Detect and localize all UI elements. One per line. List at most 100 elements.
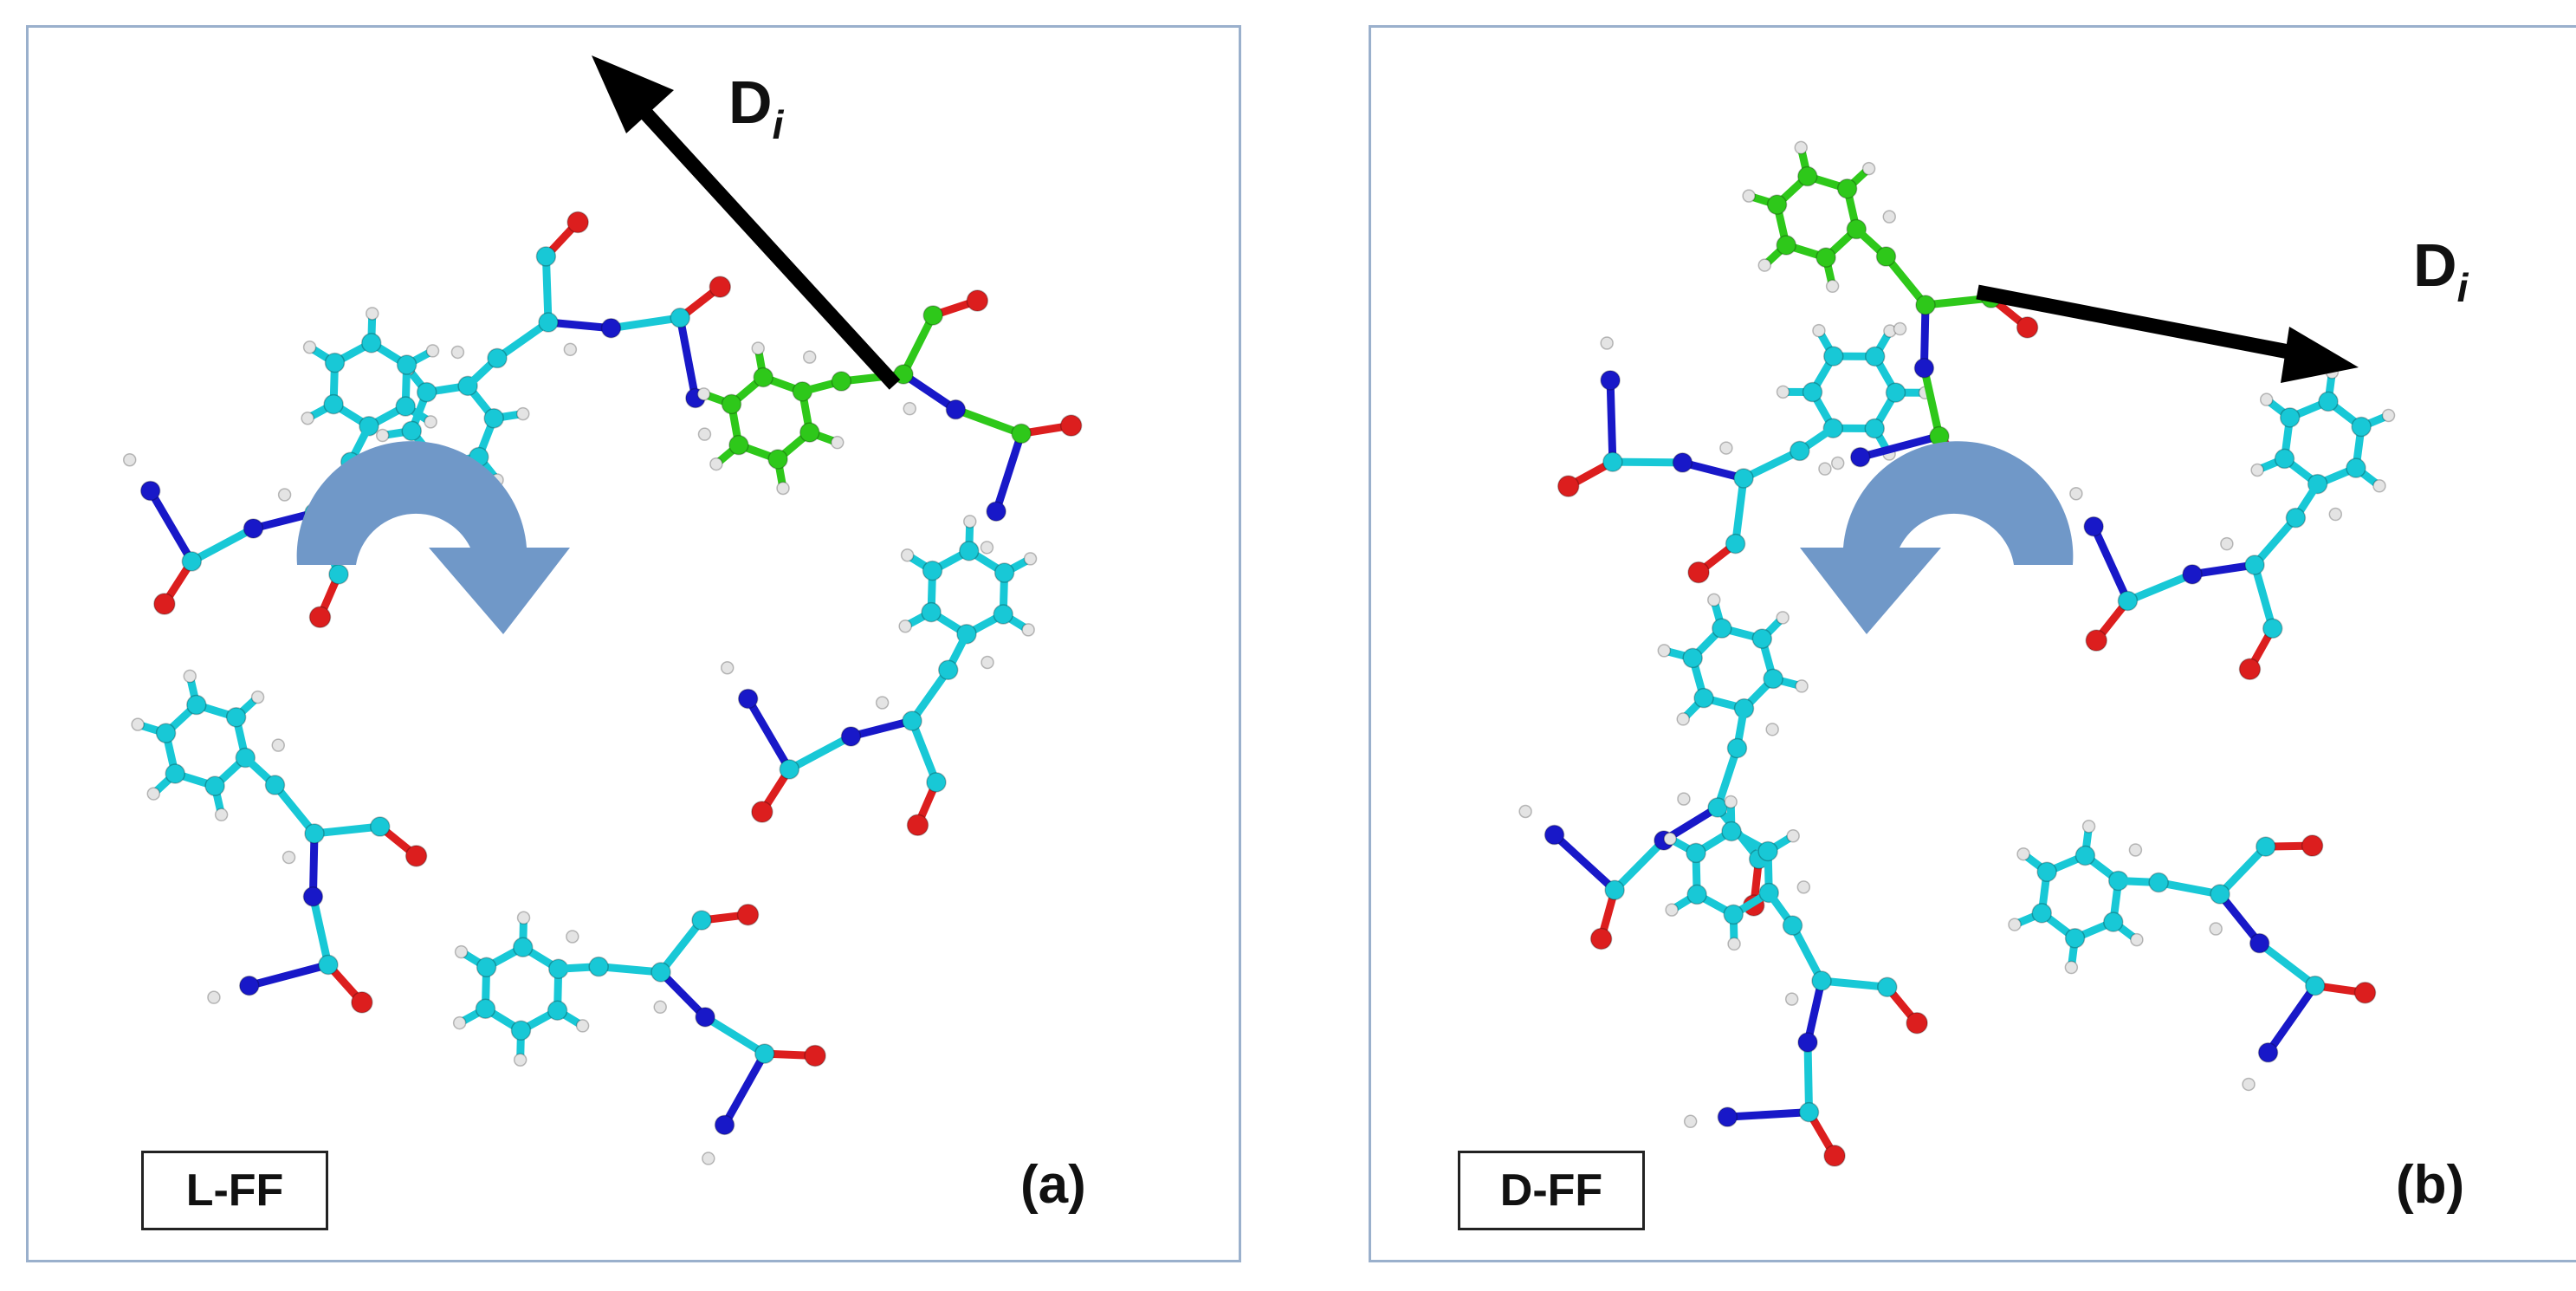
hydrogen-atom (450, 345, 465, 360)
hydrogen-atom (2209, 922, 2223, 936)
carbon-atom (2244, 555, 2265, 575)
hydrogen-atom (653, 1000, 667, 1015)
nitrogen-atom (1544, 824, 1565, 846)
hydrogen-atom (454, 944, 469, 959)
molecular-diagram-b (1518, 140, 2396, 1167)
hydrogen-atom (1795, 679, 1809, 693)
hydrogen-atom (250, 690, 265, 704)
dipole-vector-b (1976, 284, 2359, 383)
panel-letter-b: (b) (2396, 1155, 2465, 1215)
carbon-atom (1602, 451, 1623, 472)
carbon-atom (767, 449, 788, 470)
hydrogen-atom (375, 428, 390, 443)
hydrogen-atom (1724, 795, 1738, 809)
panel-letter-a: (a) (1020, 1155, 1086, 1215)
carbon-atom (2074, 845, 2096, 866)
hydrogen-atom (1600, 336, 1614, 350)
carbon-atom (2148, 872, 2169, 893)
nitrogen-atom (238, 975, 260, 996)
oxygen-atom (804, 1044, 826, 1067)
hydrogen-atom (1784, 992, 1799, 1006)
hydrogen-atom (2008, 918, 2022, 931)
carbon-atom (1686, 842, 1706, 864)
hydrogen-atom (2381, 408, 2396, 423)
hydrogen-atom (1861, 161, 1876, 176)
hydrogen-atom (1830, 456, 1845, 470)
carbon-atom (1811, 970, 1832, 991)
carbon-atom (483, 408, 504, 429)
hydrogen-atom (1742, 189, 1756, 203)
hydrogen-atom (1676, 712, 1690, 726)
nitrogen-atom (2083, 516, 2104, 537)
hydrogen-atom (1665, 903, 1679, 917)
hydrogen-atom (962, 515, 977, 529)
carbon-atom (1726, 737, 1748, 759)
carbon-atom (994, 562, 1015, 583)
hydrogen-atom (1882, 210, 1896, 224)
carbon-atom (1733, 468, 1754, 489)
nitrogen-atom (1849, 446, 1871, 468)
nitrogen-atom (600, 317, 622, 339)
carbon-atom (1782, 915, 1803, 936)
carbon-atom (1723, 904, 1744, 925)
oxygen-atom (566, 211, 589, 234)
carbon-atom (1766, 194, 1788, 215)
hydrogen-atom (1825, 279, 1840, 294)
carbon-atom (1751, 628, 1773, 649)
carbon-atom (779, 759, 800, 780)
carbon-atom (2117, 590, 2139, 612)
carbon-atom (2031, 903, 2053, 924)
carbon-atom (1823, 346, 1844, 367)
hydrogen-atom (183, 669, 197, 684)
carbon-atom (475, 998, 496, 1020)
carbon-atom (2279, 407, 2301, 428)
carbon-atom (2274, 448, 2295, 470)
oxygen-atom (153, 593, 176, 615)
carbon-atom (937, 659, 959, 680)
hydrogen-atom (751, 341, 765, 355)
molecules-a (122, 211, 1083, 1165)
carbon-atom (1604, 879, 1625, 901)
dipole-arrowhead (592, 55, 674, 133)
carbon-atom (2064, 928, 2086, 949)
hydrogen-atom (1719, 441, 1733, 455)
carbon-atom (691, 910, 712, 931)
oxygen-atom (736, 903, 760, 926)
carbon-atom (650, 962, 671, 983)
hydrogen-atom (365, 307, 379, 321)
nitrogen-atom (1797, 1032, 1818, 1053)
carbon-atom (799, 422, 820, 443)
carbon-atom (1864, 418, 1886, 439)
carbon-atom (1693, 687, 1714, 709)
hydrogen-atom (702, 1152, 715, 1165)
carbon-atom (993, 604, 1013, 625)
carbon-atom (1802, 381, 1823, 403)
carbon-atom (323, 393, 344, 415)
hydrogen-atom (424, 415, 437, 429)
hydrogen-atom (1776, 611, 1790, 625)
hydrogen-atom (122, 452, 137, 467)
hydrogen-atom (900, 548, 915, 562)
hydrogen-atom (207, 990, 221, 1004)
hydrogen-atom (1683, 1114, 1698, 1129)
carbon-atom (1790, 440, 1810, 462)
carbon-atom (2262, 618, 2283, 639)
hydrogen-atom (1727, 937, 1741, 951)
carbon-atom (369, 816, 391, 837)
hydrogen-atom (709, 457, 723, 471)
oxygen-atom (2238, 658, 2262, 681)
carbon-atom (1721, 821, 1742, 842)
hydrogen-atom (271, 738, 285, 752)
hydrogen-atom (302, 341, 317, 354)
carbon-atom (1757, 840, 1778, 862)
hydrogen-atom (696, 387, 711, 401)
carbon-atom (831, 371, 852, 392)
clockwise-rotation-arrow (296, 441, 570, 634)
oxygen-atom (2016, 316, 2039, 339)
carbon-atom (416, 381, 437, 403)
hydrogen-atom (513, 1053, 527, 1067)
hydrogen-atom (301, 411, 314, 425)
nitrogen-atom (1717, 1106, 1738, 1127)
carbon-atom (324, 352, 346, 373)
carbon-atom (728, 434, 749, 456)
